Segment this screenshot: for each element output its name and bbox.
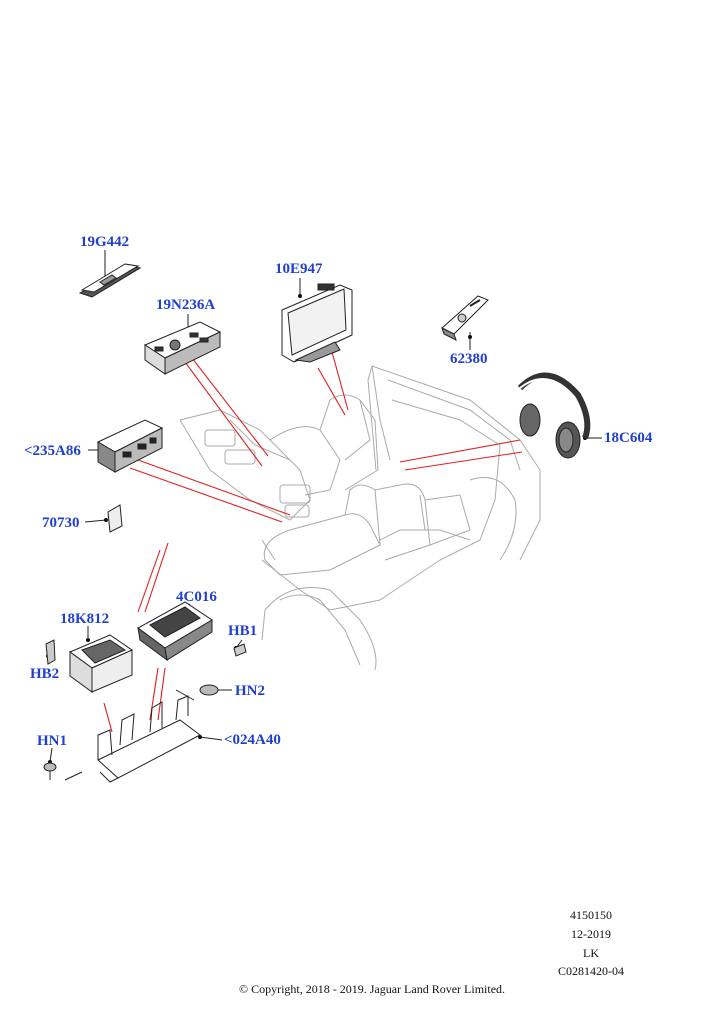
roof-console-part[interactable]: [78, 263, 142, 298]
callout-18K812[interactable]: 18K812: [60, 611, 110, 627]
bolt-hb1: [233, 643, 247, 657]
remote-part[interactable]: [441, 295, 489, 341]
headphones-part[interactable]: [517, 372, 591, 459]
callout-HN1[interactable]: HN1: [37, 733, 67, 749]
amplifier-part[interactable]: [68, 634, 134, 693]
copyright-notice: © Copyright, 2018 - 2019. Jaguar Land Ro…: [238, 982, 506, 996]
callout-19N236A[interactable]: 19N236A: [156, 297, 216, 313]
vehicle-interior-ghost: [179, 365, 541, 671]
callout-62380[interactable]: 62380: [450, 351, 488, 367]
callout-024A40[interactable]: <024A40: [224, 732, 281, 748]
callout-HB2[interactable]: HB2: [30, 666, 60, 682]
callout-70730[interactable]: 70730: [42, 515, 80, 531]
region-code: LK: [583, 946, 599, 960]
bolt-hb2: [45, 639, 56, 665]
drawing-code: C0281420-04: [558, 964, 624, 978]
nut-hn1: [43, 762, 57, 772]
media-module-part[interactable]: [137, 601, 213, 662]
callout-HN2[interactable]: HN2: [235, 683, 265, 699]
nut-hn2: [199, 684, 219, 696]
leader-lines: [103, 351, 523, 733]
switch-pack-part[interactable]: [143, 321, 222, 375]
drawing-date: 12-2019: [571, 927, 611, 941]
fasteners: [43, 639, 247, 772]
callout-18C604[interactable]: 18C604: [604, 430, 653, 446]
callout-HB1[interactable]: HB1: [228, 623, 258, 639]
callout-235A86[interactable]: <235A86: [24, 443, 81, 459]
rear-screen-part[interactable]: [281, 283, 353, 363]
bracket-part[interactable]: [97, 695, 201, 783]
card-part[interactable]: [107, 504, 123, 533]
ref-number: 4150150: [570, 908, 612, 922]
rear-control-part[interactable]: [96, 419, 164, 473]
callout-19G442[interactable]: 19G442: [80, 234, 130, 250]
callout-4C016[interactable]: 4C016: [176, 589, 217, 605]
callout-10E947[interactable]: 10E947: [275, 261, 323, 277]
